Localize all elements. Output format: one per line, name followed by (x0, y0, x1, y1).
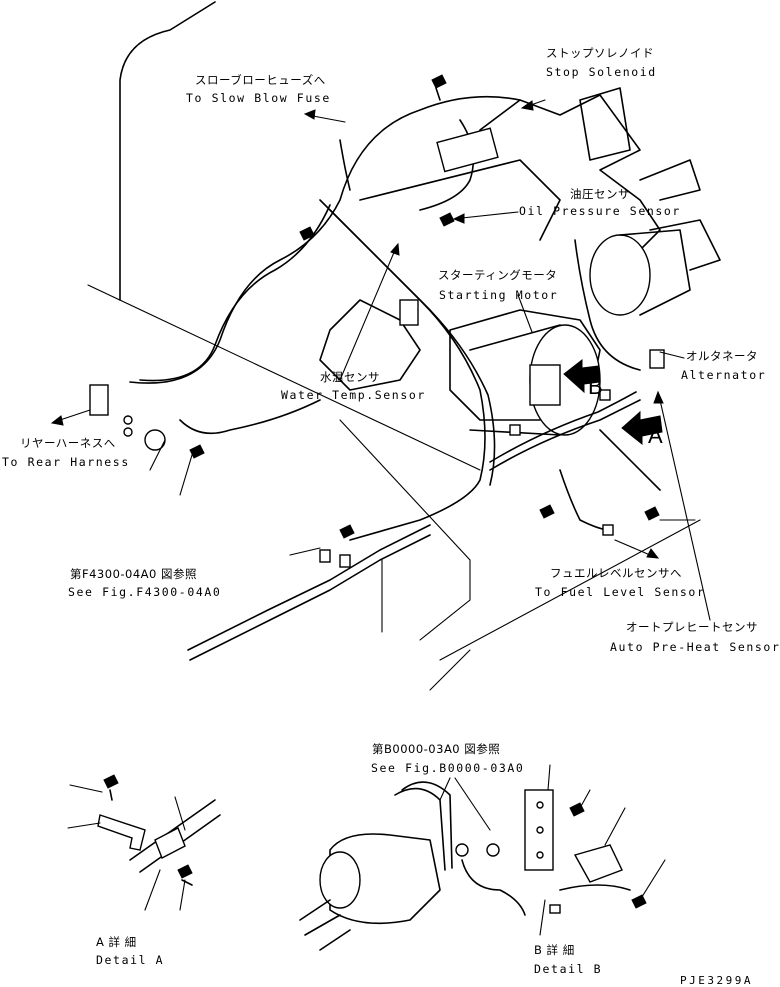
rear-harness-label-ja: リヤーハーネスへ (20, 436, 116, 450)
fuel-level-sensor-label-ja: フュエルレベルセンサへ (550, 566, 682, 580)
harness-main (129, 95, 521, 384)
oil-pressure-sensor-label-ja: 油圧センサ (570, 187, 630, 201)
alternator-label-ja: オルタネータ (686, 349, 758, 363)
arrow-b (563, 358, 601, 394)
alternator-label-en: Alternator (681, 368, 767, 382)
bolt (431, 74, 447, 89)
arrow-a (621, 410, 663, 446)
detail-b-label-ja: B 詳 細 (534, 943, 575, 957)
detail-a-bracket (97, 814, 146, 851)
oil-pressure-sensor-label-en: Oil Pressure Sensor (519, 204, 681, 218)
fig-b0000-label-ja: 第B0000-03A0 図参照 (372, 742, 501, 756)
detail-a-label-en: Detail A (96, 953, 165, 967)
fig-b0000-label-en: See Fig.B0000-03A0 (371, 761, 525, 775)
frame-line-3 (439, 519, 701, 661)
harness-branch-2 (489, 399, 641, 471)
cab-outline (119, 1, 216, 301)
detail-a-label-ja: A 詳 細 (96, 935, 137, 949)
fuel-level-sensor-label-en: To Fuel Level Sensor (535, 585, 706, 599)
stop-solenoid-label-en: Stop Solenoid (546, 65, 657, 79)
drawing-code: PJE3299A (680, 974, 753, 987)
detail-b-label-en: Detail B (534, 962, 603, 976)
starting-motor-label-ja: スターティングモータ (438, 268, 558, 282)
auto-preheat-sensor-label-en: Auto Pre-Heat Sensor (610, 640, 780, 654)
stop-solenoid-label-ja: ストップソレノイド (546, 46, 654, 60)
harness-lower (189, 534, 431, 661)
starting-motor-label-en: Starting Motor (439, 288, 559, 302)
harness-to-fuel (559, 469, 611, 531)
frame-line (87, 284, 481, 471)
frame-line-4 (429, 649, 471, 691)
detail-b-relay (573, 844, 623, 883)
frame-line-2 (339, 419, 471, 641)
auto-preheat-sensor-label-ja: オートプレヒートセンサ (626, 620, 758, 634)
detail-b-motor (329, 833, 441, 925)
water-temp-sensor-label-en: Water Temp.Sensor (281, 388, 426, 402)
alternator (589, 234, 651, 316)
rear-harness-connector (89, 384, 109, 416)
engine-outline (479, 94, 661, 261)
slow-blow-fuse-label-en: To Slow Blow Fuse (186, 91, 331, 105)
fig-f4300-label-ja: 第F4300-04A0 図参照 (70, 567, 198, 581)
rear-harness-label-en: To Rear Harness (2, 455, 130, 469)
marker-a: A (648, 423, 663, 448)
fig-f4300-label-en: See Fig.F4300-04A0 (68, 585, 222, 599)
marker-b: B (588, 374, 603, 399)
slow-blow-fuse-label-ja: スローブローヒューズへ (195, 73, 326, 87)
water-temp-sensor-label-ja: 水温センサ (320, 370, 380, 384)
